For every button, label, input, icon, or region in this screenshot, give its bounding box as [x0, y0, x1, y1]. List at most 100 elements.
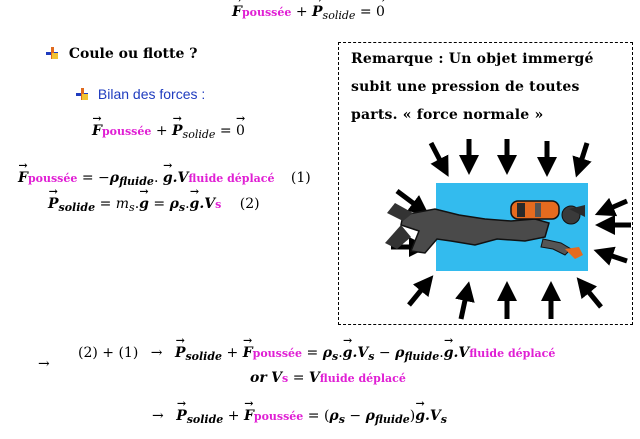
- vector-zero: 0: [236, 112, 245, 139]
- volume: .V: [453, 345, 470, 361]
- operator: +: [227, 408, 240, 424]
- mass: m: [115, 196, 130, 212]
- vector-f: F: [92, 112, 102, 139]
- operator: +: [155, 123, 168, 139]
- operator: −: [349, 408, 362, 424]
- vector-g: g: [139, 185, 149, 212]
- subscript: s: [282, 372, 289, 385]
- remark-box: Remarque : Un objet immergé subit une pr…: [338, 42, 633, 325]
- force-arrow-icon: [593, 197, 631, 266]
- subscript: fluide déplacé: [319, 372, 406, 385]
- vector-g: g: [415, 397, 425, 424]
- subscript: poussée: [101, 125, 152, 138]
- operator: +: [226, 345, 239, 361]
- dot: .: [153, 170, 159, 186]
- rho: ρ: [322, 345, 333, 361]
- arrow: →: [152, 408, 164, 424]
- bullet-icon: [46, 47, 58, 59]
- remark-line-2: subit une pression de toutes: [351, 79, 580, 95]
- subscript: s: [368, 350, 375, 363]
- subscript: fluide déplacé: [188, 172, 275, 185]
- vector-p: P: [172, 112, 183, 139]
- force-arrow-icon: [407, 275, 603, 320]
- subscript: s: [440, 413, 447, 426]
- subscript: s: [338, 413, 345, 426]
- operator: =: [306, 345, 319, 361]
- subscript: solide: [186, 413, 224, 426]
- rho: ρ: [329, 408, 339, 424]
- remark-line-1: Remarque : Un objet immergé: [351, 51, 594, 67]
- or-word: or: [250, 370, 267, 386]
- arrow-symbol: →: [38, 356, 50, 372]
- vector-p: P: [48, 185, 59, 212]
- sum-label: (2) + (1): [78, 345, 139, 361]
- operator: =: [359, 4, 372, 20]
- subscript: solide: [322, 9, 356, 22]
- equation-number: (1): [290, 170, 311, 186]
- subscript: solide: [58, 201, 96, 214]
- heading-coule-ou-flotte: Coule ou flotte ?: [46, 46, 197, 62]
- volume: .V: [425, 408, 441, 424]
- operator: −: [378, 345, 391, 361]
- subscript: poussée: [27, 172, 78, 185]
- paren: ): [409, 408, 416, 424]
- volume: .V: [352, 345, 369, 361]
- top-equation: Fpoussée + Psolide = 0: [232, 0, 385, 22]
- vector-f: F: [18, 159, 28, 186]
- heading-text: Bilan des forces :: [97, 86, 206, 102]
- equation-1: Fpoussée = −ρfluide. g.Vfluide déplacé (…: [18, 159, 311, 188]
- arrow: →: [150, 345, 163, 361]
- subscript: fluide: [404, 350, 440, 363]
- vector-g: g: [343, 334, 353, 361]
- volume: V: [271, 370, 283, 386]
- volume: V: [308, 370, 320, 386]
- vector-f: F: [232, 0, 242, 20]
- operator: = −: [81, 170, 110, 186]
- operator: +: [295, 4, 308, 20]
- remark-line-3: parts. « force normale »: [351, 107, 544, 123]
- diver-icon: [385, 200, 585, 259]
- subscript: poussée: [253, 410, 304, 423]
- vector-p: P: [175, 334, 186, 361]
- vector-f: F: [243, 334, 253, 361]
- equation-sum: (2) + (1) → Psolide + Fpoussée = ρs.g.Vs…: [78, 334, 556, 363]
- heading-text: Coule ou flotte ?: [68, 46, 198, 62]
- rho: ρ: [395, 345, 405, 361]
- volume: .V: [199, 196, 216, 212]
- equation-2: Psolide = ms.g = ρs.g.Vs (2): [48, 185, 260, 214]
- subscript: s: [215, 198, 222, 211]
- vector-g: g: [163, 159, 173, 186]
- subscript: s: [178, 201, 186, 214]
- vector-p: P: [312, 0, 323, 20]
- vector-g: g: [444, 334, 454, 361]
- operator: =: [153, 196, 166, 212]
- subscript: solide: [185, 350, 223, 363]
- subscript: poussée: [241, 6, 292, 19]
- vector-f: F: [244, 397, 254, 424]
- rho: ρ: [109, 170, 120, 186]
- heading-bilan-des-forces: Bilan des forces :: [76, 86, 205, 102]
- bullet-icon: [76, 88, 88, 100]
- equation-number: (2): [239, 196, 260, 212]
- operator: =: [99, 196, 112, 212]
- pressure-illustration: [385, 139, 631, 320]
- operator: =: [219, 123, 232, 139]
- subscript: s: [332, 350, 339, 363]
- vector-g: g: [190, 185, 200, 212]
- subscript: fluide déplacé: [469, 347, 556, 360]
- operator: =: [292, 370, 305, 386]
- subscript: s: [129, 201, 135, 214]
- equation-final: → Psolide + Fpoussée = (ρs − ρfluide)g.V…: [152, 397, 447, 426]
- rho: ρ: [365, 408, 375, 424]
- subscript: solide: [182, 128, 216, 141]
- vector-zero: 0: [376, 0, 385, 20]
- force-arrow-icon: [428, 139, 592, 178]
- subscript: poussée: [252, 347, 303, 360]
- balance-equation: Fpoussée + Psolide = 0: [92, 112, 245, 141]
- vector-p: P: [176, 397, 187, 424]
- subscript: fluide: [374, 413, 410, 426]
- volume: .V: [172, 170, 189, 186]
- equation-or: or Vs = Vfluide déplacé: [250, 370, 406, 386]
- operator: = (: [307, 408, 330, 424]
- rho: ρ: [169, 196, 179, 212]
